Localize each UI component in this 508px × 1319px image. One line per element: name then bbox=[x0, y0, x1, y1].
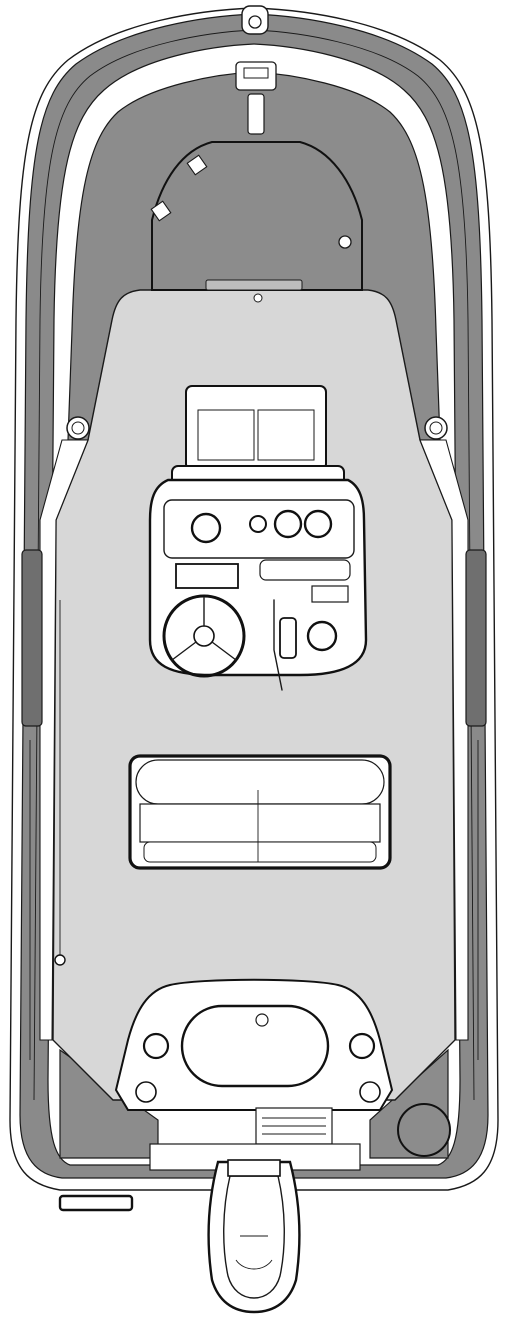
side-cleat-right-inner bbox=[429, 421, 443, 435]
cooler-bench-top bbox=[135, 759, 385, 805]
outboard-motor bbox=[207, 1159, 301, 1314]
cooler-bench bbox=[128, 754, 392, 870]
side-ledge-right bbox=[419, 439, 469, 1041]
gauge-1 bbox=[249, 515, 267, 533]
swim-ladder bbox=[58, 1194, 134, 1212]
helm-cable bbox=[273, 599, 283, 691]
anchor-chain-slot bbox=[247, 93, 265, 135]
cup-holder bbox=[306, 620, 338, 652]
gunwale-trim-line-right bbox=[253, 29, 475, 1101]
cooler-bench-lid bbox=[139, 803, 381, 843]
anchor-locker-handle bbox=[205, 279, 303, 291]
rear-hatch-latch bbox=[255, 1013, 269, 1027]
rear-cupholder-left bbox=[142, 1032, 170, 1060]
stern-cleat-right bbox=[359, 1081, 381, 1103]
anchor-locker-lid bbox=[151, 141, 363, 291]
bow-details bbox=[66, 5, 448, 440]
switch-panel bbox=[259, 559, 351, 581]
outboard-bracket bbox=[227, 1159, 281, 1177]
side-ledge-left bbox=[39, 439, 89, 1041]
multifunction-display bbox=[175, 563, 239, 589]
bow-cleat-hole bbox=[248, 15, 262, 29]
gunwale-trim-line bbox=[33, 29, 255, 1101]
steering-wheel-hub bbox=[193, 625, 215, 647]
rear-hatch bbox=[180, 1004, 330, 1088]
outboard-cowling bbox=[207, 1160, 301, 1314]
console-windscreen-panel-left bbox=[197, 409, 255, 461]
side-rub-pad-left bbox=[21, 549, 43, 727]
outboard-cowling-inner bbox=[223, 1175, 285, 1299]
gauge-3 bbox=[303, 509, 333, 539]
cooler-bench-front bbox=[143, 841, 377, 863]
tachometer-gauge bbox=[190, 512, 222, 544]
livewell-lid bbox=[397, 1103, 451, 1157]
stereo-unit bbox=[311, 585, 349, 603]
throttle-control bbox=[279, 617, 297, 659]
locker-hinge-1 bbox=[186, 154, 208, 176]
console-windscreen-panel-right bbox=[257, 409, 315, 461]
locker-hinge-2 bbox=[150, 200, 172, 222]
locker-latch bbox=[338, 235, 352, 249]
side-rub-pad-right bbox=[465, 549, 487, 727]
side-cleat-left-inner bbox=[71, 421, 85, 435]
stern bbox=[58, 978, 451, 1212]
bow-fastener bbox=[253, 293, 263, 303]
steering-wheel bbox=[162, 594, 246, 678]
rear-cupholder-right bbox=[348, 1032, 376, 1060]
console bbox=[148, 385, 368, 691]
stern-cleat-left bbox=[135, 1081, 157, 1103]
anchor-roller-inner bbox=[243, 67, 269, 79]
gauge-2 bbox=[273, 509, 303, 539]
